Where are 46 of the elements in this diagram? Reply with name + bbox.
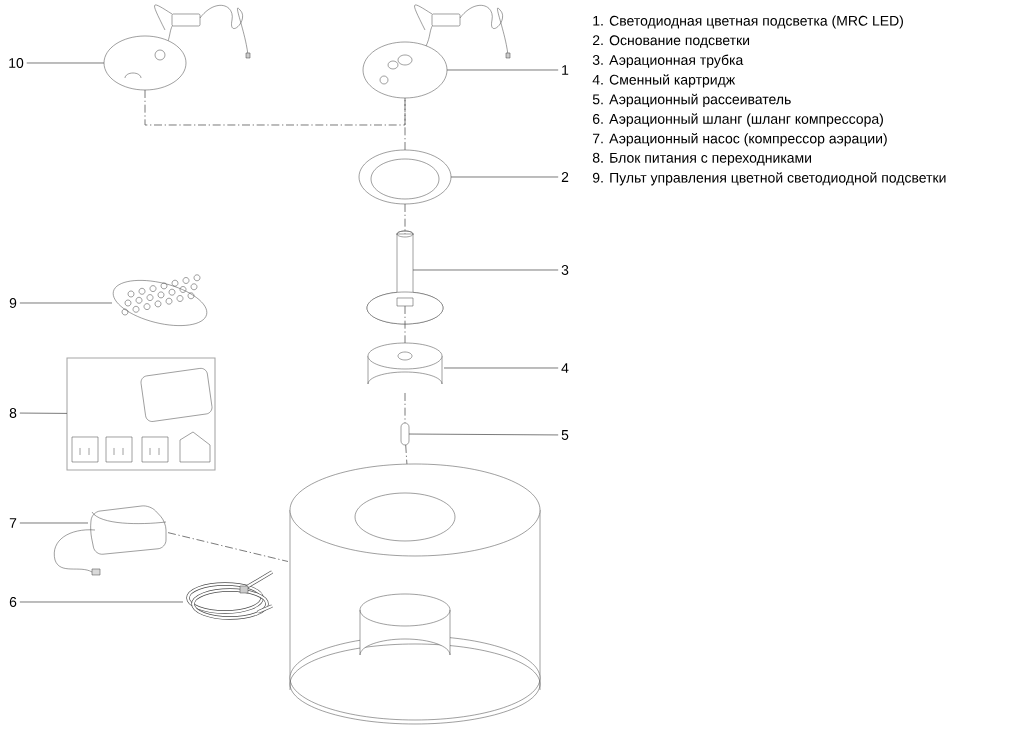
callout-number: 4 [561, 363, 569, 373]
parts-list-item: 9. Пульт управления цветной светодиодной подсветки [592, 172, 946, 186]
callout-number: 7 [9, 518, 17, 528]
remote-control-drawing [112, 274, 208, 326]
leader-line [408, 433, 559, 436]
callout-number: 10 [9, 58, 24, 68]
leader-line [450, 176, 559, 178]
lamp-drawing [103, 4, 251, 91]
center-line [404, 392, 406, 424]
parts-list-item: 2. Основание подсветки [593, 35, 750, 48]
center-line [167, 532, 289, 562]
leader-line [19, 601, 184, 603]
callout-number: 5 [561, 430, 569, 440]
diffuser-drawing [400, 422, 410, 446]
center-line [404, 97, 406, 151]
parts-list-item: 6. Аэрационный шланг (шланг компрессора) [593, 113, 883, 127]
parts-list-item: 5. Аэрационный рассеиватель [592, 93, 791, 108]
callout-number: 3 [561, 265, 569, 275]
aquarium-drawing [289, 463, 541, 725]
leader-line [412, 269, 559, 271]
center-line [144, 89, 406, 126]
parts-list-item: 7. Аэрационный насос (компрессор аэрации) [593, 132, 887, 147]
callout-number: 1 [562, 65, 569, 75]
leader-line [19, 522, 89, 524]
air-hose-drawing [186, 570, 273, 620]
callout-number: 2 [561, 172, 569, 182]
center-line [404, 203, 406, 235]
air-pump-drawing [54, 505, 167, 576]
leader-line [26, 62, 105, 64]
tube-drawing [366, 230, 444, 325]
ring-drawing [358, 149, 452, 205]
cartridge-drawing [367, 342, 443, 385]
leader-line [19, 302, 113, 304]
center-line [404, 305, 406, 344]
leader-line [446, 69, 559, 71]
parts-list-item: 4. Сменный картридж [592, 74, 736, 88]
parts-list-item: 1. Светодиодная цветная подсветка (MRC LED) [593, 15, 903, 29]
lamp-drawing [362, 4, 511, 99]
callout-number: 9 [9, 298, 17, 308]
callout-number: 6 [9, 597, 17, 607]
callout-number: 8 [9, 408, 17, 418]
leader-line [19, 412, 68, 414]
center-line [405, 444, 408, 465]
parts-list-item: 8. Блок питания с переходниками [592, 152, 811, 166]
parts-list-item: 3. Аэрационная трубка [592, 54, 744, 68]
leader-line [443, 367, 559, 369]
